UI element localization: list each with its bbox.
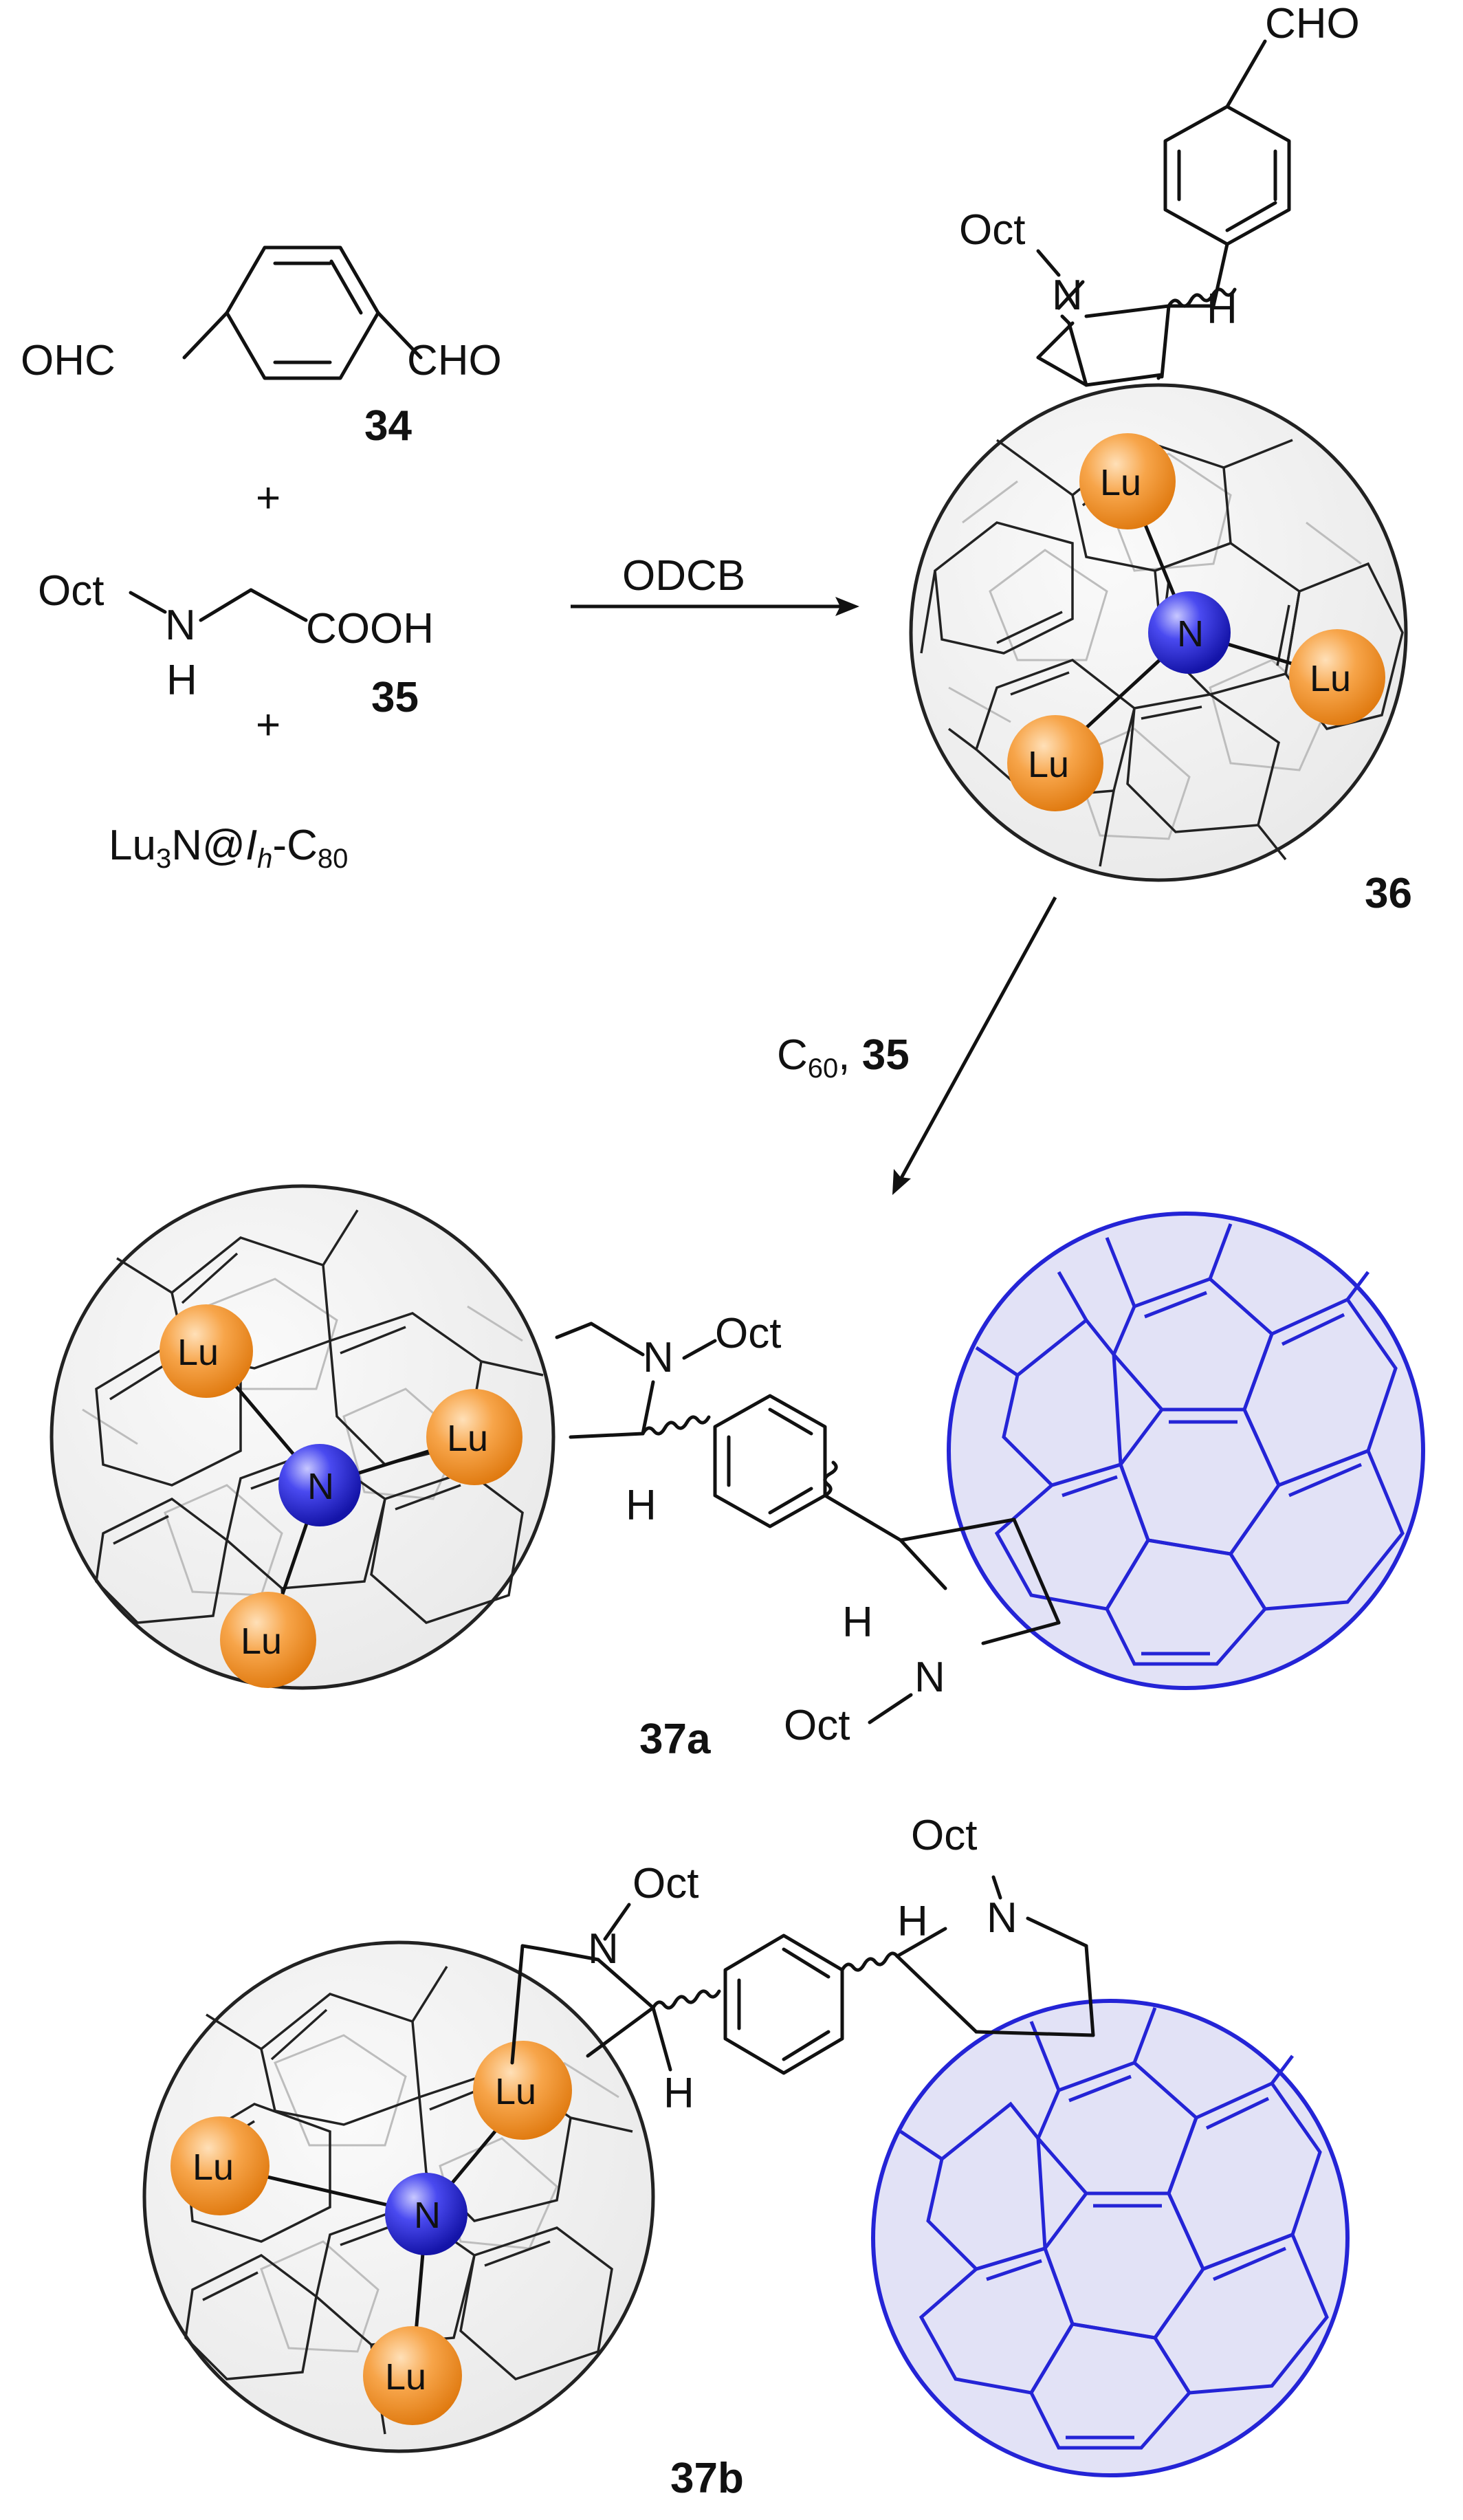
- label-n-36: N: [1052, 272, 1083, 319]
- label-cooh: COOH: [306, 605, 434, 653]
- label-h: H: [626, 1482, 657, 1529]
- n-label: N: [414, 2195, 441, 2236]
- n-label: N: [307, 1466, 334, 1507]
- label-n: N: [165, 602, 196, 649]
- label-n: N: [643, 1334, 674, 1381]
- label-cho-36: CHO: [1265, 0, 1360, 47]
- reagent-35: Oct N H COOH 35: [38, 567, 434, 721]
- label-h: H: [842, 1599, 873, 1646]
- lu-atom: [473, 2041, 572, 2140]
- n-atom: [1148, 591, 1231, 674]
- label-oct: Oct: [911, 1812, 977, 1859]
- lu3n-cluster: Lu Lu Lu N: [1007, 433, 1385, 811]
- compound-number-37a: 37a: [639, 1716, 711, 1763]
- label-h: H: [166, 657, 197, 704]
- bis-pyrrolidine-linker-37a: N Oct H H N Oct: [555, 1310, 1061, 1749]
- label-h: H: [663, 2070, 694, 2117]
- lu-atom: [1079, 433, 1176, 529]
- compound-number-35: 35: [371, 674, 419, 721]
- lu-label: Lu: [1100, 462, 1141, 503]
- bis-pyrrolidine-linker-37b: N Oct H H N Oct: [510, 1812, 1095, 2117]
- label-oct: Oct: [784, 1702, 850, 1749]
- pyrrolidine-addend-36: CHO Oct N H: [959, 0, 1360, 387]
- lu-label: Lu: [241, 1621, 282, 1662]
- label-h: H: [897, 1898, 928, 1945]
- label-oct: Oct: [632, 1860, 698, 1907]
- label-oct: Oct: [38, 567, 104, 615]
- lu-atom: [160, 1304, 253, 1398]
- lu-label: Lu: [1310, 658, 1351, 699]
- lu-label: Lu: [177, 1332, 219, 1373]
- c60-edges: [899, 2007, 1329, 2450]
- reaction-arrow-1: ODCB: [571, 552, 859, 616]
- lu-atom: [220, 1592, 316, 1688]
- compound-36: Lu Lu Lu N CHO Oct N: [909, 0, 1412, 917]
- compound-37b: Lu Lu Lu N: [142, 1812, 1350, 2502]
- compound-number-36: 36: [1365, 870, 1412, 917]
- lu-label: Lu: [385, 2356, 426, 2398]
- conditions-c60: C60, 35: [777, 1031, 910, 1084]
- conditions-odcb: ODCB: [622, 552, 745, 600]
- label-n: N: [914, 1654, 945, 1701]
- lu-label: Lu: [192, 2147, 234, 2188]
- lu-atom: [363, 2326, 462, 2425]
- n-atom: [385, 2173, 468, 2255]
- compound-number-34: 34: [364, 402, 412, 450]
- lu-atom: [1007, 715, 1103, 811]
- label-oct: Oct: [715, 1310, 781, 1357]
- n-atom: [278, 1444, 361, 1526]
- lu3n-cluster: Lu Lu Lu N: [170, 2041, 572, 2425]
- label-n: N: [987, 1894, 1018, 1942]
- lu-atom: [1289, 629, 1385, 725]
- c60-edges: [975, 1223, 1405, 1666]
- compound-37a: Lu Lu Lu N: [50, 1184, 1425, 1763]
- label-cho: CHO: [407, 337, 502, 384]
- lu-label: Lu: [1028, 744, 1069, 785]
- plus-sign-2: +: [256, 701, 280, 749]
- lu-atom: [426, 1389, 522, 1485]
- reaction-arrow-2: C60, 35: [777, 896, 1057, 1195]
- lu3n-cluster: Lu Lu Lu N: [160, 1304, 522, 1688]
- compound-number-37b: 37b: [670, 2455, 744, 2502]
- cage-formula: Lu3N@Ih-C80: [109, 822, 348, 874]
- lu-atom: [170, 2116, 270, 2215]
- label-ohc: OHC: [21, 337, 116, 384]
- plus-sign-1: +: [256, 474, 280, 522]
- lu-label: Lu: [447, 1418, 488, 1459]
- label-oct-36: Oct: [959, 206, 1025, 254]
- lu-label: Lu: [495, 2071, 536, 2112]
- reagent-34: OHC CHO 34: [21, 245, 502, 450]
- label-n: N: [588, 1925, 619, 1973]
- label-h-36: H: [1207, 285, 1238, 333]
- n-label: N: [1177, 613, 1204, 655]
